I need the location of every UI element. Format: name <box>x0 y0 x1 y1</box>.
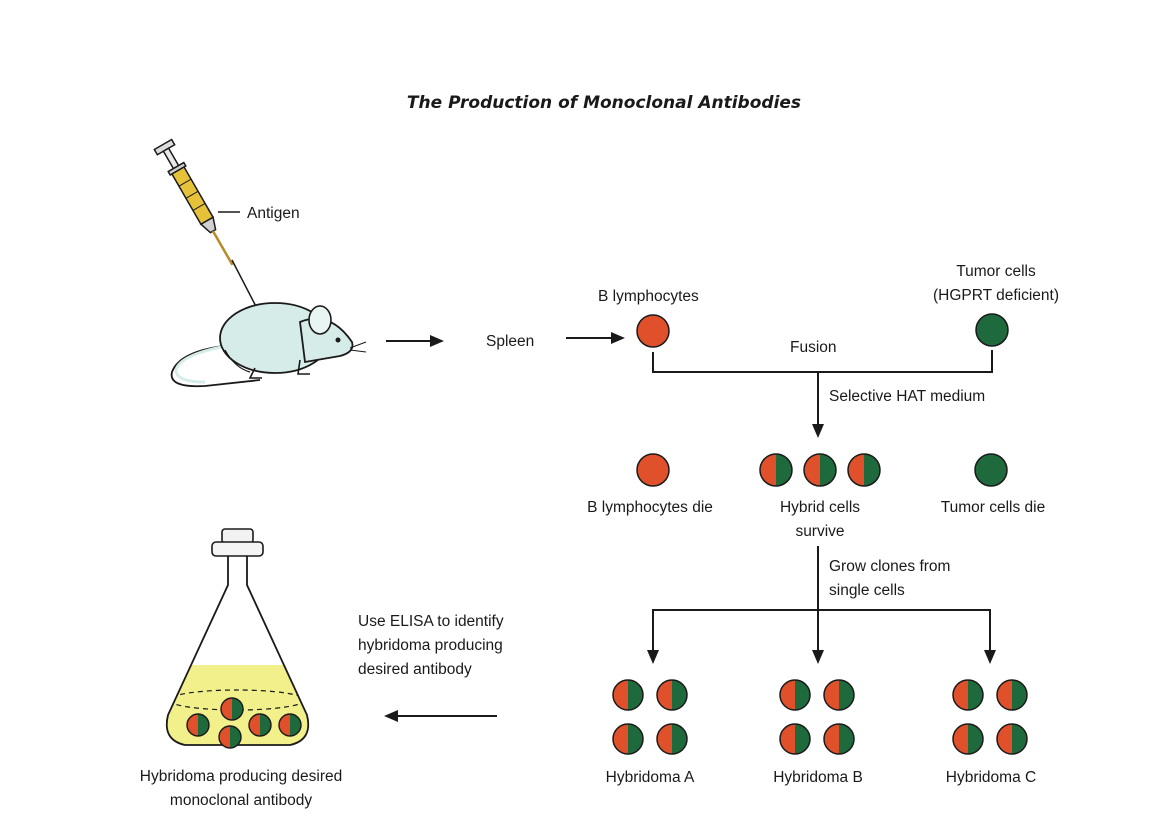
hybridoma-b-cells <box>779 679 855 755</box>
tumor-cell <box>975 313 1009 347</box>
hgprt-deficient-label: (HGPRT deficient) <box>933 287 1059 304</box>
hybridoma-c-cells <box>952 679 1028 755</box>
fusion-bracket <box>652 350 993 438</box>
hybridoma-a-cells <box>612 679 688 755</box>
hybridoma-a-label: Hybridoma A <box>606 769 695 786</box>
tumor-cells-label: Tumor cells <box>956 263 1036 280</box>
hybrid-cells <box>759 453 881 487</box>
b-lymphocytes-die-label: B lymphocytes die <box>587 499 713 516</box>
dying-b-lymphocyte <box>636 453 670 487</box>
arrow-to-flask <box>384 710 497 722</box>
diagram-title: The Production of Monoclonal Antibodies <box>407 93 801 113</box>
b-lymphocytes-label: B lymphocytes <box>598 288 699 305</box>
single-cells-label: single cells <box>829 582 905 599</box>
hybridoma-b-label: Hybridoma B <box>773 769 863 786</box>
flask-label-line2: monoclonal antibody <box>170 792 312 809</box>
antigen-label: Antigen <box>247 205 300 222</box>
hybrid-cells-label: Hybrid cells <box>780 499 860 516</box>
survive-label: survive <box>795 523 844 540</box>
selective-medium-label: Selective HAT medium <box>829 388 985 405</box>
elisa-label-line3: desired antibody <box>358 661 472 678</box>
tumor-cells-die-label: Tumor cells die <box>941 499 1046 516</box>
elisa-label-line1: Use ELISA to identify <box>358 613 504 630</box>
spleen-label: Spleen <box>486 333 534 350</box>
flask-label-line1: Hybridoma producing desired <box>140 768 342 785</box>
fusion-label: Fusion <box>790 339 837 356</box>
dying-tumor-cell <box>974 453 1008 487</box>
elisa-label-line2: hybridoma producing <box>358 637 503 654</box>
syringe-icon <box>153 138 263 319</box>
mouse-icon <box>170 302 367 388</box>
flask-icon <box>165 528 310 749</box>
clone-branch-arrows <box>647 546 996 664</box>
hybridoma-c-label: Hybridoma C <box>946 769 1036 786</box>
arrow-spleen-to-b-lymphocytes <box>566 332 625 344</box>
b-lymphocyte-cell <box>636 314 670 348</box>
arrow-mouse-to-spleen <box>386 335 444 347</box>
grow-clones-label: Grow clones from <box>829 558 950 575</box>
